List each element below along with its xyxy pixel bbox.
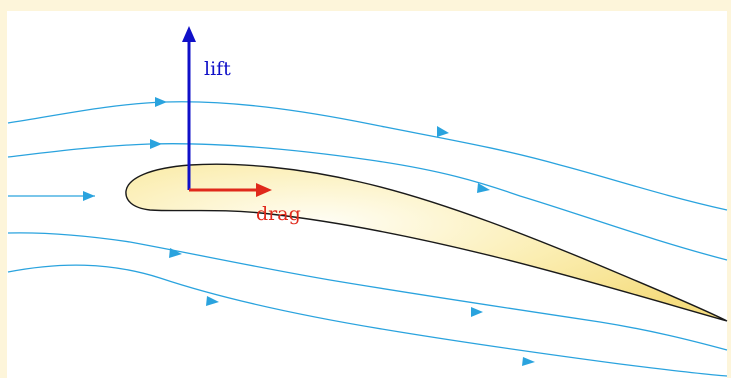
streamline-4 [7,232,728,351]
drag-label: drag [256,203,301,225]
streamline-arrow-icon [83,191,95,201]
lift-label: lift [204,58,231,80]
streamline-2 [7,143,728,261]
streamline-arrowheads [83,97,535,366]
lift-arrowhead-icon [182,26,196,42]
streamlines [7,101,728,377]
streamline-arrow-icon [437,126,449,137]
airfoil [125,163,728,322]
streamline-arrow-icon [206,296,219,306]
streamline-1 [7,101,728,211]
streamline-arrow-icon [477,183,490,193]
lift-arrow [182,26,196,190]
streamline-arrow-icon [155,97,167,107]
streamline-5 [7,264,728,377]
streamline-arrow-icon [522,357,535,366]
drag-arrowhead-icon [256,183,272,197]
drag-arrow [189,183,272,197]
streamline-arrow-icon [471,307,483,317]
streamline-arrow-icon [169,248,182,258]
streamline-arrow-icon [150,139,162,149]
